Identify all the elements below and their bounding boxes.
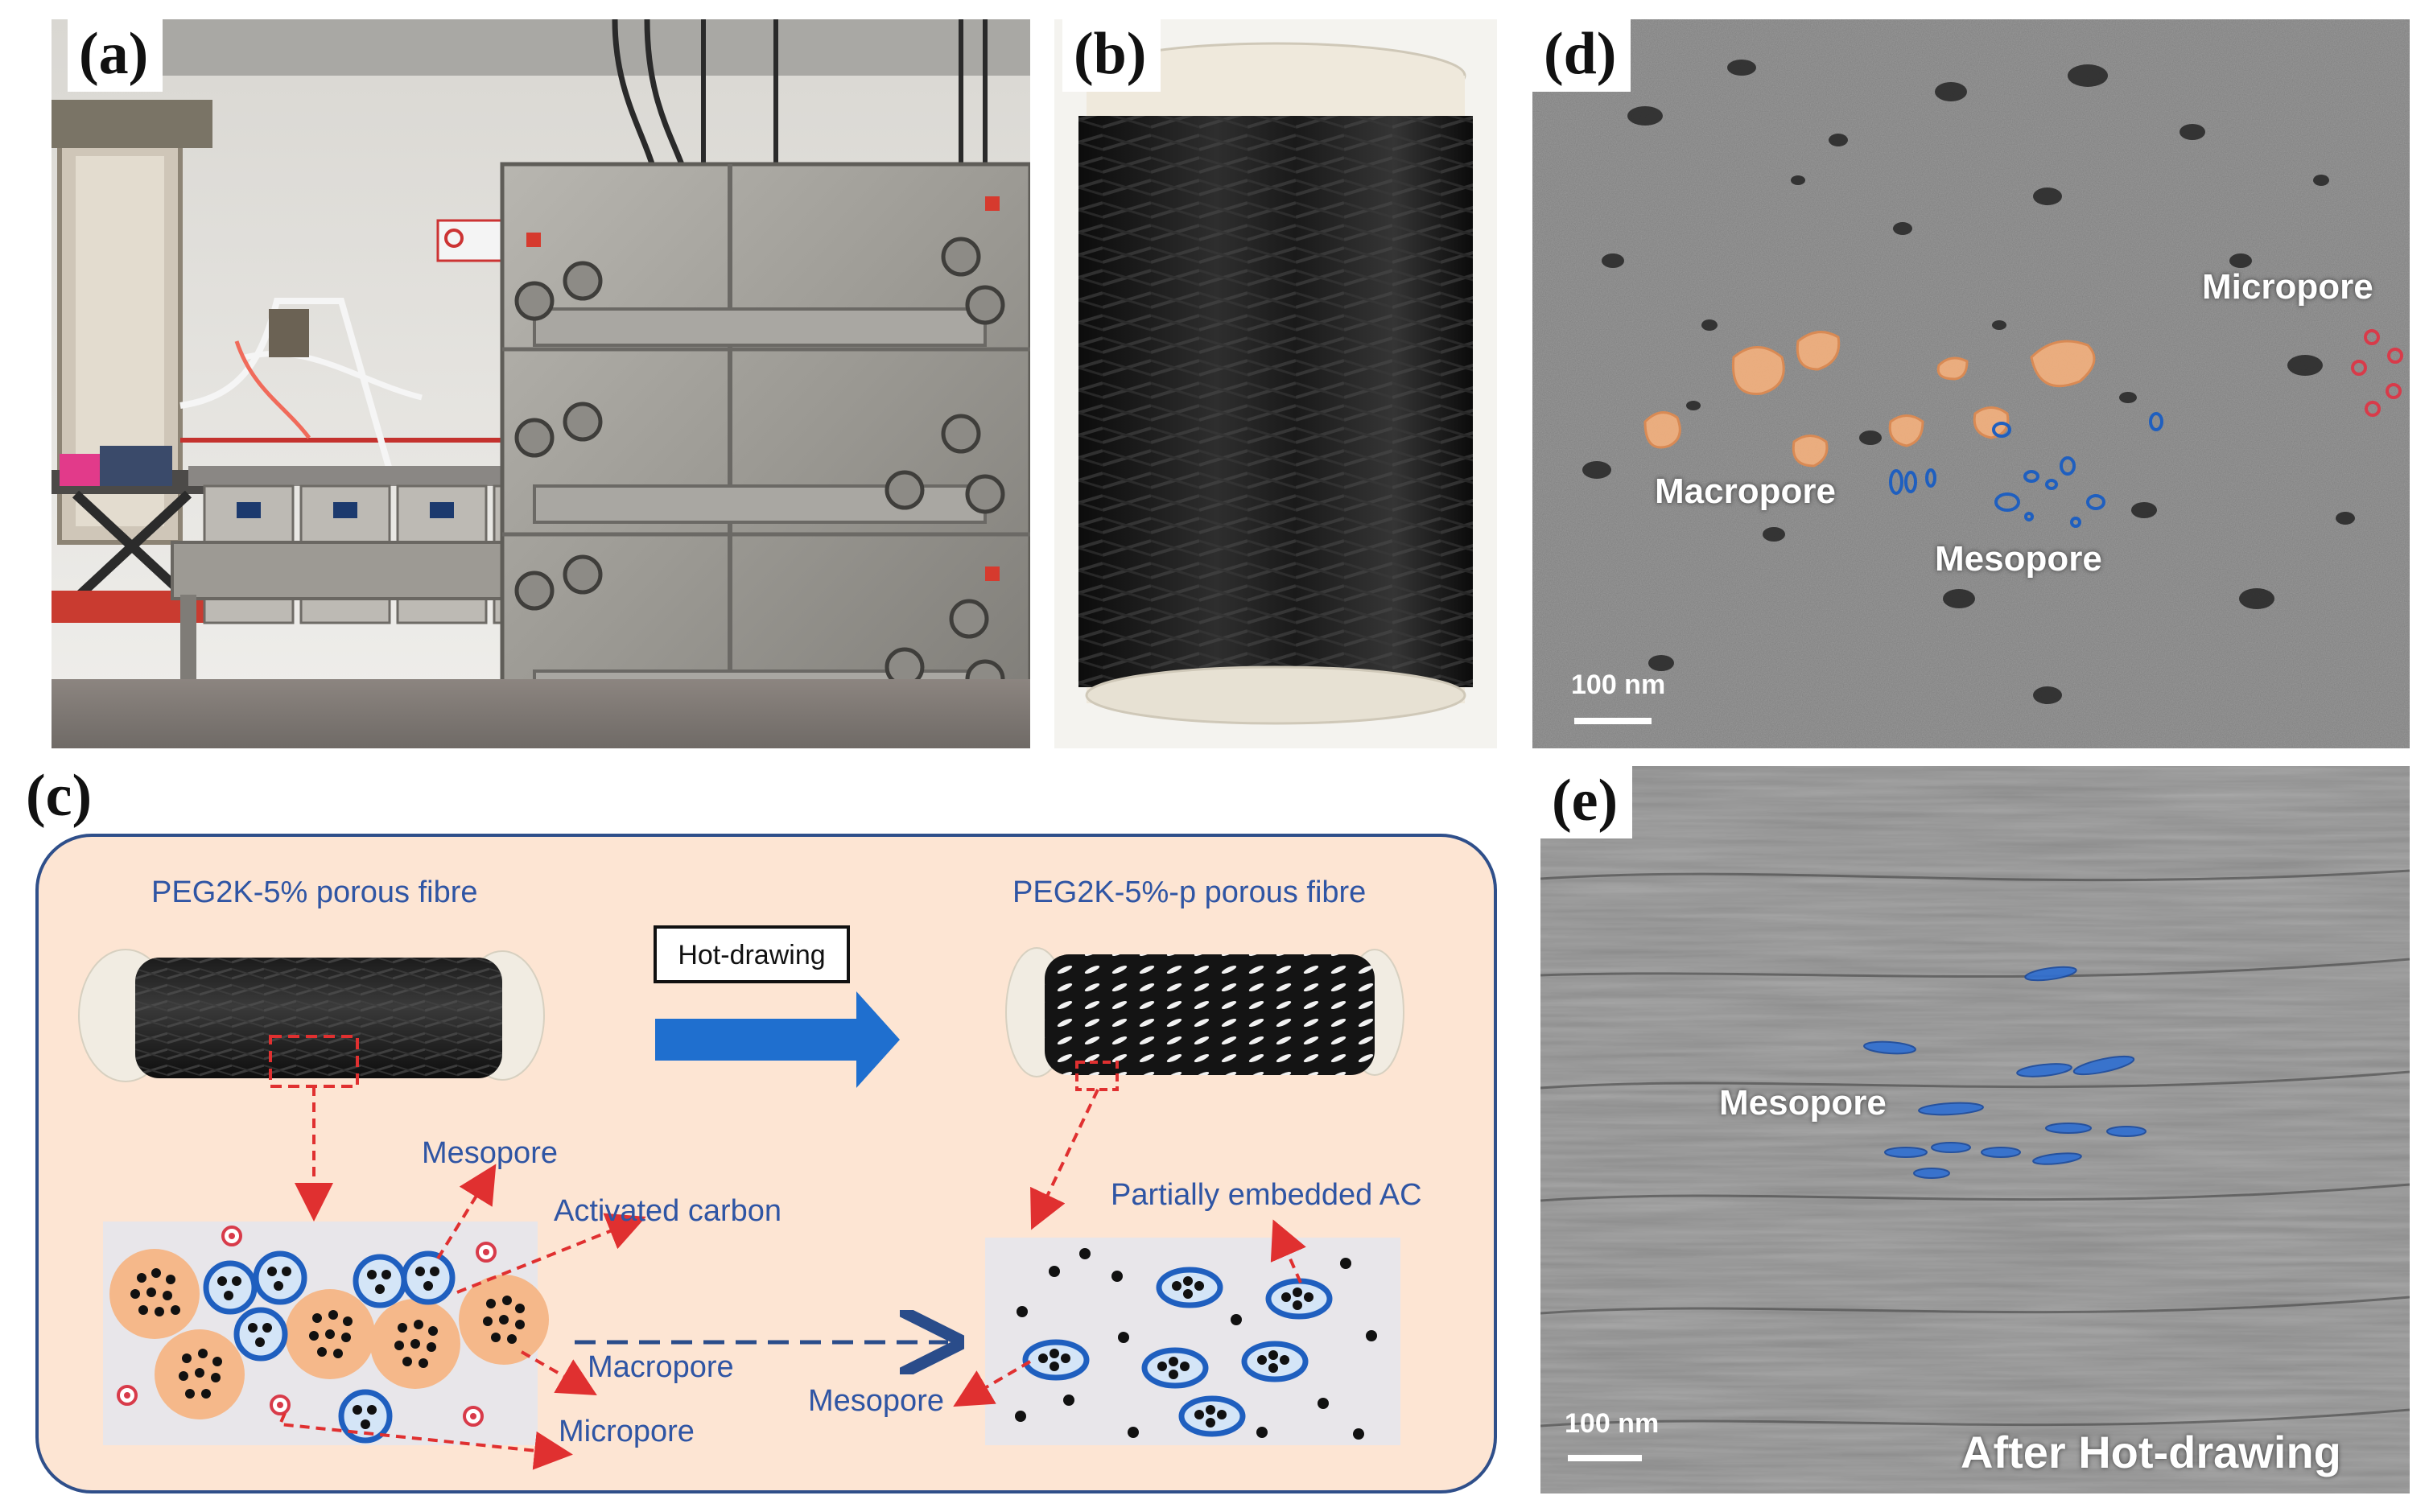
panel-a-photo [52,19,1030,748]
panel-c-label: (c) [18,763,101,829]
scale-text-e: 100 nm [1565,1408,1660,1439]
panel-a: (a) [52,19,1030,748]
panel-e-label: (e) [1540,766,1633,838]
panel-b-label: (b) [1062,19,1161,92]
right-fibre-title: PEG2K-5%-p porous fibre [1012,875,1367,909]
left-spool [78,949,545,1088]
macropore-label: Macropore [588,1350,734,1384]
activated-carbon-label: Activated carbon [554,1194,782,1228]
mesopore-label-d: Mesopore [1935,539,2102,579]
mesopore-label-right: Mesopore [808,1384,944,1418]
scale-bar-e [1568,1455,1642,1461]
panel-c-graphics [78,925,1404,1470]
panel-b: (b) [1054,19,1497,748]
panel-b-photo [1054,19,1497,748]
panel-d-label: (d) [1532,19,1631,92]
panel-e: (e) Mesopore 100 nm After Hot-drawing [1540,766,2410,1493]
right-spool [1005,947,1404,1091]
scale-bar-d [1574,718,1652,724]
macropore-label-d: Macropore [1655,472,1836,511]
micropore-label: Micropore [559,1415,695,1448]
partially-embedded-label: Partially embedded AC [1111,1178,1422,1212]
panel-d-sem [1532,19,2410,748]
mesopore-label-left: Mesopore [422,1136,558,1170]
panel-e-sem [1540,766,2410,1493]
scale-text-d: 100 nm [1571,669,1666,700]
panel-d: (d) Micropore Macropore Mesopore 100 nm [1532,19,2410,748]
mesopore-label-e: Mesopore [1719,1083,1887,1123]
after-hot-drawing-caption: After Hot-drawing [1961,1427,2341,1477]
hot-drawing-label: Hot-drawing [678,940,826,970]
panel-a-label: (a) [68,19,163,92]
panel-c: PEG2K-5% porous fibre PEG2K-5%-p porous … [35,834,1497,1493]
left-fibre-title: PEG2K-5% porous fibre [151,875,478,909]
micropore-label-d: Micropore [2202,267,2373,307]
